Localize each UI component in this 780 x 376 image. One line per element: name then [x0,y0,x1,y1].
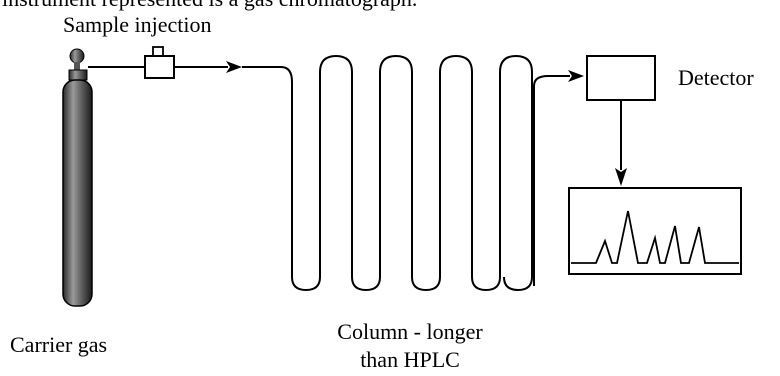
injector-arrow [226,61,242,73]
injector-body [144,55,175,79]
detector-label: Detector [678,65,754,90]
sample-injector [144,46,175,79]
column-caption-line-2: than HPLC [360,346,460,372]
carrier-gas-label: Carrier gas [10,332,108,357]
cylinder-valve-neck [74,62,80,70]
gas-cylinder [62,48,93,307]
detector-arrow [568,70,584,82]
chromatogram-frame [568,187,742,275]
column-caption-line-1: Column - longer [337,319,483,344]
cylinder-regulator [68,69,88,81]
cylinder-body [62,79,93,307]
injector-port [152,46,164,57]
header-text: instrument represented is a gas chromato… [2,0,417,10]
column-tube [242,54,533,292]
column-outlet [533,75,570,286]
cylinder-valve-knob [69,48,85,64]
chromatogram-trace [571,210,739,264]
sample-injection-label: Sample injection [63,12,212,37]
column-caption: Column - longer than HPLC [300,318,520,373]
detector-box [586,55,656,101]
recorder-arrow [615,168,627,186]
